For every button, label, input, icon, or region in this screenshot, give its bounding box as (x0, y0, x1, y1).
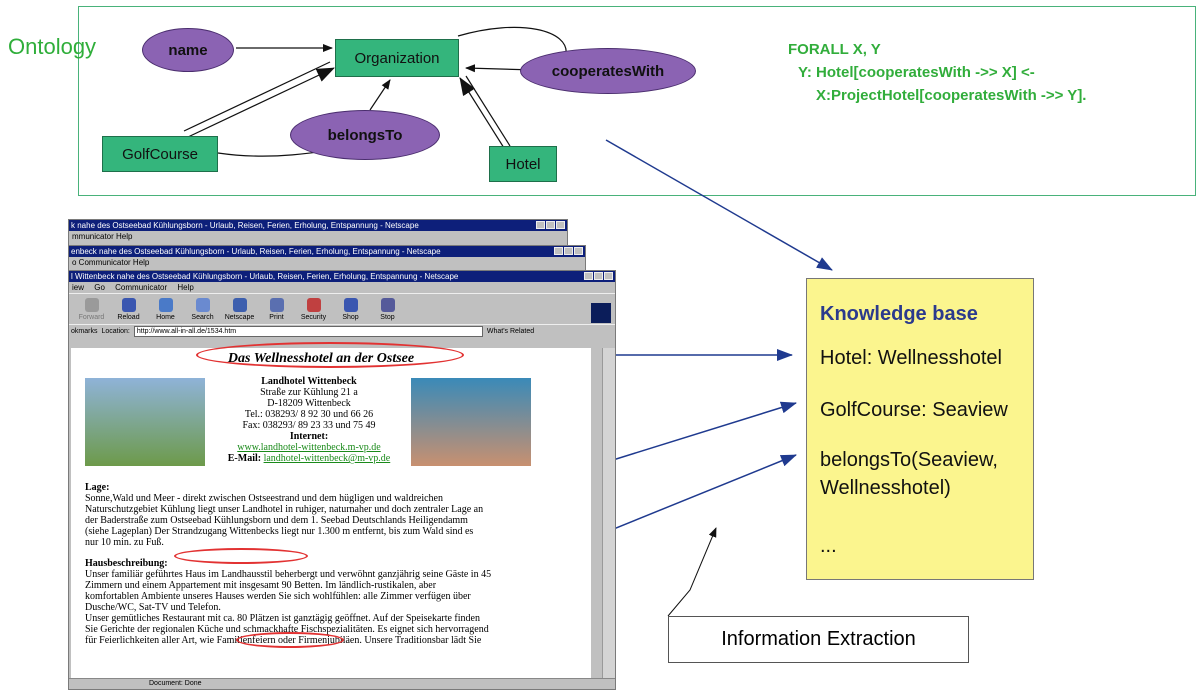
arrow-cooperateswith-loop (457, 26, 567, 56)
security-icon (306, 298, 321, 312)
search-icon (195, 298, 210, 312)
forward-button[interactable]: Forward (73, 296, 110, 324)
shop-button[interactable]: Shop (332, 296, 369, 324)
reload-icon (121, 298, 136, 312)
rule-line-1: FORALL X, Y (788, 41, 881, 58)
menu-view[interactable]: iew (72, 283, 85, 292)
kb-line-2: GolfCourse: Seaview (820, 399, 1008, 421)
browser-window-back-2: k nahe des Ostseebad Kühlungsborn - Urla… (68, 219, 568, 249)
home-icon (158, 298, 173, 312)
email-label: E-Mail: (227, 453, 262, 464)
node-hotel: Hotel (489, 146, 557, 182)
location-label: Location: (101, 327, 130, 335)
pool-photo (411, 378, 531, 466)
print-icon (269, 298, 284, 312)
close-button[interactable] (604, 272, 613, 280)
whats-related[interactable]: What's Related (486, 327, 535, 335)
arrow-golfcourse-organization (187, 67, 335, 138)
hotel-photo (85, 378, 205, 466)
window-title: l Wittenbeck nahe des Ostseebad Kühlungs… (71, 272, 459, 281)
arrow-hotel-organization (459, 77, 505, 149)
ontology-label: Ontology (8, 34, 97, 59)
fax: Fax: 038293/ 89 23 33 und 75 49 (242, 420, 376, 431)
rule-line-2: Y: Hotel[cooperatesWith ->> X] <- (798, 64, 1035, 81)
node-cooperateswith: cooperatesWith (520, 48, 696, 94)
address-line-1: Straße zur Kühlung 21 a (260, 387, 358, 398)
lage-section: Lage: Sonne,Wald und Meer - direkt zwisc… (85, 482, 535, 548)
highlight-location (174, 548, 308, 564)
lage-heading: Lage: (85, 482, 110, 493)
ontology-frame (78, 6, 1196, 196)
menu-go[interactable]: Go (94, 283, 105, 292)
kb-line-1: Hotel: Wellnesshotel (820, 347, 1002, 369)
kb-line-3: belongsTo(Seaview, (820, 449, 998, 471)
haus-heading: Hausbeschreibung: (85, 558, 168, 569)
hotel-name: Landhotel Wittenbeck (261, 376, 357, 387)
status-text: Document: Done (149, 680, 202, 687)
netscape-icon (232, 298, 247, 312)
website-link[interactable]: www.landhotel-wittenbeck.m-vp.de (237, 442, 381, 453)
kb-line-5: ... (820, 535, 837, 557)
menu-communicator[interactable]: Communicator (115, 283, 168, 292)
arrow-belongsto-organization (369, 79, 391, 111)
netscape-logo (591, 303, 611, 323)
node-belongsto: belongsTo (290, 110, 440, 160)
minimize-button[interactable] (584, 272, 593, 280)
url-input[interactable]: http://www.all-in-all.de/1534.htm (133, 325, 483, 337)
highlight-heading (196, 342, 464, 368)
menubar-2: mmunicator Help (72, 232, 133, 241)
menubar: iew Go Communicator Help (69, 282, 615, 293)
address-line-2: D-18209 Wittenbeck (267, 398, 351, 409)
kb-line-4: Wellnesshotel) (820, 477, 951, 499)
rule-line-3: X:ProjectHotel[cooperatesWith ->> Y]. (816, 87, 1087, 104)
node-name: name (142, 28, 234, 72)
menubar-1: o Communicator Help (72, 258, 150, 267)
maximize-button[interactable] (594, 272, 603, 280)
hotel-address: Landhotel Wittenbeck Straße zur Kühlung … (211, 376, 407, 464)
kb-title: Knowledge base (820, 303, 978, 325)
netscape-button[interactable]: Netscape (221, 296, 258, 324)
menu-help[interactable]: Help (177, 283, 194, 292)
web-page: Das Wellnesshotel an der Ostsee Landhote… (71, 348, 591, 689)
security-button[interactable]: Security (295, 296, 332, 324)
status-bar: Document: Done (69, 678, 615, 689)
search-button[interactable]: Search (184, 296, 221, 324)
vertical-scrollbar[interactable] (602, 348, 615, 689)
bookmarks-label[interactable]: okmarks (71, 327, 98, 335)
node-organization: Organization (335, 39, 459, 77)
reload-button[interactable]: Reload (110, 296, 147, 324)
location-bar: okmarks Location: http://www.all-in-all.… (69, 324, 615, 337)
arrow-ie (667, 527, 717, 617)
internet-label: Internet: (289, 431, 329, 442)
knowledge-base-box: Knowledge base Hotel: Wellnesshotel Golf… (806, 278, 1034, 580)
toolbar: Forward Reload Home Search Netscape Prin… (69, 293, 615, 324)
highlight-restaurant (236, 632, 344, 648)
home-button[interactable]: Home (147, 296, 184, 324)
rule-text: FORALL X, Y Y: Hotel[cooperatesWith ->> … (788, 38, 1086, 107)
window-title-1: enbeck nahe des Ostseebad Kühlungsborn -… (71, 247, 441, 256)
shop-icon (343, 298, 358, 312)
information-extraction-box: Information Extraction (668, 616, 969, 663)
stop-button[interactable]: Stop (369, 296, 406, 324)
print-button[interactable]: Print (258, 296, 295, 324)
stop-icon (380, 298, 395, 312)
forward-icon (84, 298, 99, 312)
browser-window-front: l Wittenbeck nahe des Ostseebad Kühlungs… (68, 270, 616, 690)
node-golfcourse: GolfCourse (102, 136, 218, 172)
arrow-rule-kb (605, 139, 833, 271)
window-title-2: k nahe des Ostseebad Kühlungsborn - Urla… (71, 221, 419, 230)
telephone: Tel.: 038293/ 8 92 30 und 66 26 (244, 409, 374, 420)
email-link[interactable]: landhotel-wittenbeck@m-vp.de (263, 453, 391, 464)
